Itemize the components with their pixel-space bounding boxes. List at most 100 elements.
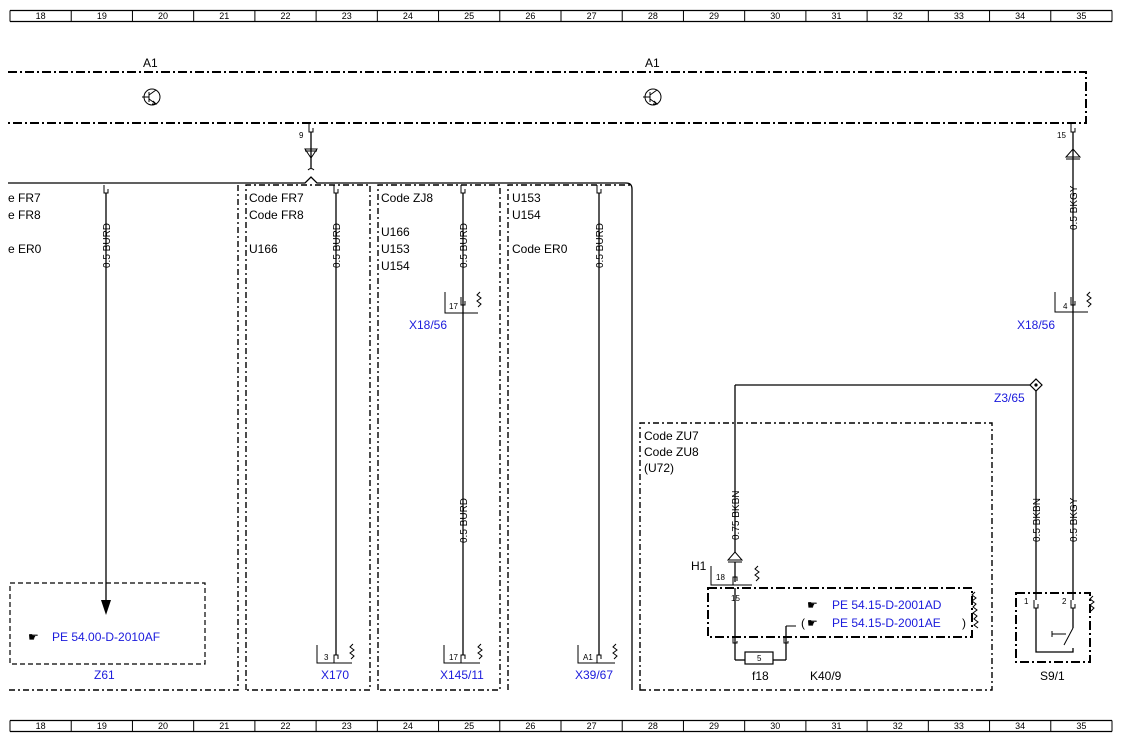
x18-56-right-pin: 4 (1063, 302, 1068, 311)
grid-column-number: 21 (219, 11, 229, 21)
wire-label: 0.5 BURD (595, 223, 606, 268)
x145-11-label: X145/11 (440, 668, 484, 682)
panel1-code-1: e FR7 (8, 191, 41, 205)
k40-9-label: K40/9 (810, 669, 842, 683)
a1-pin-15: 15 (1057, 131, 1066, 140)
panel1-code-2: e FR8 (8, 208, 41, 222)
x170-pin: 3 (324, 653, 329, 662)
panel4-code-1: U153 (512, 191, 541, 205)
grid-column-number: 28 (648, 11, 658, 21)
z3-65-splice: Z3/65 0.75 BKBN 0.5 BKBN (731, 378, 1043, 600)
wire-label: 0.5 BURD (459, 498, 470, 543)
s9-1-label: S9/1 (1040, 669, 1065, 683)
x18-56-left-label: X18/56 (409, 318, 447, 332)
panel-variant-5: Code ZU7 Code ZU8 (U72) (639, 422, 993, 691)
paren-open: ( (801, 616, 805, 630)
k40-9-reference-ae[interactable]: PE 54.15-D-2001AE (832, 616, 941, 630)
switch-contact-icon (1063, 627, 1074, 646)
grid-column-number: 18 (36, 11, 46, 21)
f18-label: f18 (752, 669, 769, 683)
grid-column-number: 27 (587, 11, 597, 21)
grid-column-number: 27 (587, 721, 597, 731)
panel-variant-2: Code FR7 Code FR8 U166 0.5 BURD 3 X170 (245, 184, 371, 691)
k40-9-reference-ad[interactable]: PE 54.15-D-2001AD (832, 598, 942, 612)
branch-from-pin-9 (8, 132, 633, 690)
panel2-code-2: Code FR8 (249, 208, 304, 222)
grid-column-number: 26 (525, 11, 535, 21)
h1-label: H1 (691, 559, 707, 573)
x39-67-label: X39/67 (575, 668, 613, 682)
grid-column-number: 19 (97, 11, 107, 21)
grid-column-number: 21 (219, 721, 229, 731)
transistor-icon (643, 88, 662, 106)
h1-pin: 18 (716, 573, 725, 582)
grid-column-number: 32 (893, 11, 903, 21)
wire-label: 0.5 BKGY (1069, 497, 1080, 542)
wire-label: 0.75 BKBN (731, 491, 742, 540)
grid-column-number: 31 (831, 721, 841, 731)
grid-column-number: 35 (1076, 721, 1086, 731)
a1-pin-9: 9 (299, 131, 304, 140)
pointing-hand-icon: ☛ (807, 616, 818, 630)
a1-control-unit: A1 A1 9 15 (8, 56, 1087, 140)
grid-column-number: 26 (525, 721, 535, 731)
pointing-hand-icon: ☛ (28, 630, 39, 644)
x39-67-pin: A1 (583, 653, 593, 662)
wire-label: 0.5 BKGY (1069, 185, 1080, 230)
grid-column-number: 24 (403, 721, 413, 731)
h1-connector: H1 18 (691, 551, 760, 586)
s9-1-switch: 1 2 S9/1 (1015, 592, 1095, 683)
grid-column-number: 29 (709, 721, 719, 731)
z3-65-label: Z3/65 (994, 391, 1025, 405)
panel2-code-1: Code FR7 (249, 191, 304, 205)
f18-number: 5 (757, 654, 762, 663)
wire-label: 0.5 BURD (332, 223, 343, 268)
z61-reference-link[interactable]: PE 54.00-D-2010AF (52, 630, 160, 644)
x18-56-left-pin: 17 (449, 302, 458, 311)
z61-label: Z61 (94, 668, 115, 682)
wire-bkgy: 0.5 BKGY 0.5 BKGY 4 X18/56 (1017, 132, 1092, 600)
grid-column-number: 35 (1076, 11, 1086, 21)
grid-column-number: 34 (1015, 11, 1025, 21)
panel4-code-2: U154 (512, 208, 541, 222)
wire-label: 0.5 BURD (102, 223, 113, 268)
grid-column-number: 29 (709, 11, 719, 21)
x145-11-pin: 17 (449, 653, 458, 662)
panel2-code-3: U166 (249, 242, 278, 256)
grid-column-number: 33 (954, 721, 964, 731)
grid-column-number: 28 (648, 721, 658, 731)
paren-close: ) (962, 616, 966, 630)
panel4-code-3: Code ER0 (512, 242, 568, 256)
grid-column-number: 32 (893, 721, 903, 731)
x18-56-right-label: X18/56 (1017, 318, 1055, 332)
s9-1-pin-1: 1 (1024, 597, 1029, 606)
panel5-code-1: Code ZU7 (644, 429, 699, 443)
a1-label-right: A1 (645, 56, 660, 70)
panel5-code-3: (U72) (644, 461, 674, 475)
grid-column-number: 24 (403, 11, 413, 21)
grid-column-number: 31 (831, 11, 841, 21)
grid-column-number: 25 (464, 11, 474, 21)
grid-column-number: 20 (158, 721, 168, 731)
panel3-code-1: Code ZJ8 (381, 191, 433, 205)
panel-variant-3: Code ZJ8 U166 U153 U154 0.5 BURD 0.5 BUR… (377, 184, 501, 691)
panel-variant-4: U153 U154 Code ER0 0.5 BURD A1 X39/67 (507, 184, 632, 690)
wire-label: 0.5 BURD (459, 223, 470, 268)
grid-column-number: 23 (342, 721, 352, 731)
grid-column-number: 22 (280, 11, 290, 21)
grid-column-number: 25 (464, 721, 474, 731)
x170-label: X170 (321, 668, 349, 682)
panel3-code-2: U166 (381, 225, 410, 239)
grid-column-number: 30 (770, 11, 780, 21)
s9-1-pin-2: 2 (1062, 597, 1067, 606)
grid-column-number: 23 (342, 11, 352, 21)
grid-column-number: 18 (36, 721, 46, 731)
transistor-icon (142, 88, 161, 106)
grid-column-number: 34 (1015, 721, 1025, 731)
grid-column-number: 33 (954, 11, 964, 21)
a1-label-left: A1 (143, 56, 158, 70)
panel1-code-3: e ER0 (8, 242, 42, 256)
